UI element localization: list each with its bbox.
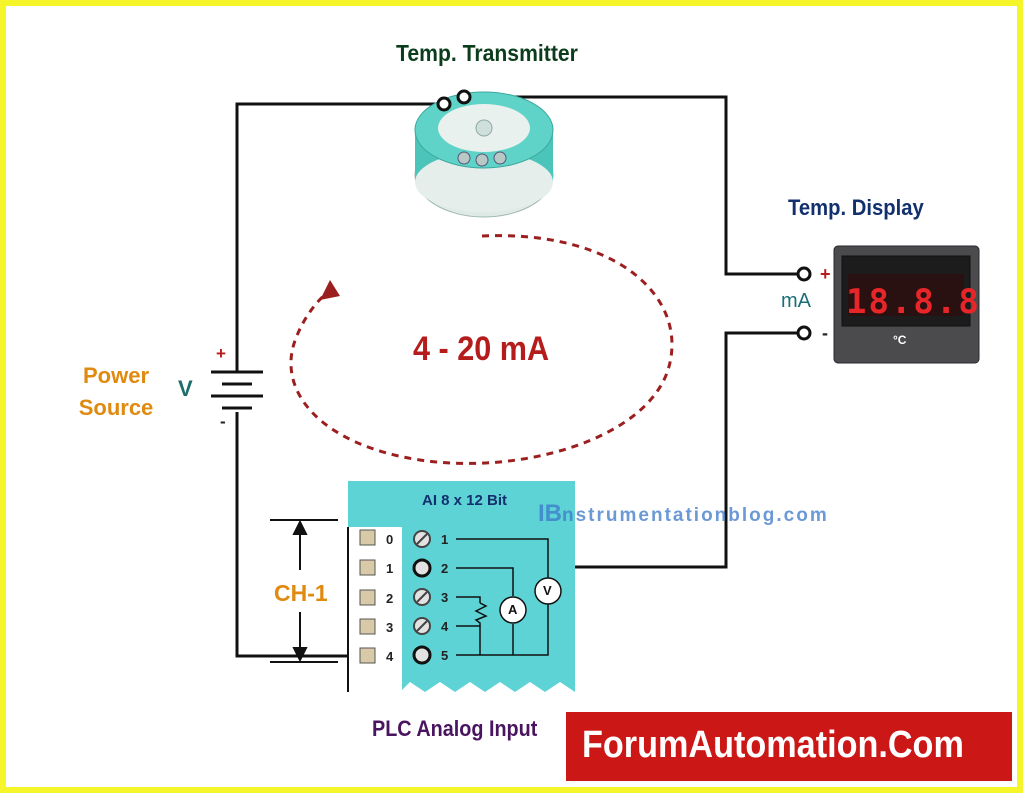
watermark-text: nstrumentationblog.com <box>562 505 829 526</box>
switch-number: 4 <box>386 649 394 664</box>
voltage-label: V <box>178 376 193 401</box>
display-ma-label: mA <box>781 290 811 312</box>
temperature-transmitter-device <box>414 89 554 218</box>
ammeter-symbol <box>499 596 527 624</box>
display-positive-terminal <box>796 266 812 282</box>
plc-internal-wiring <box>456 538 549 656</box>
watermark-logo: IB <box>538 500 562 527</box>
terminal-number: 4 <box>441 619 449 634</box>
terminal-number: 1 <box>441 532 449 547</box>
terminal-number: 2 <box>441 561 449 576</box>
wire-transmitter-to-display-positive <box>462 95 800 276</box>
brand-banner-text: ForumAutomation.Com <box>582 724 964 766</box>
terminal-number: 3 <box>441 590 449 605</box>
plc-terminal-screws <box>412 530 432 665</box>
voltmeter-symbol <box>534 577 562 605</box>
brand-banner: ForumAutomation.Com <box>566 712 1012 781</box>
display-plus-label: + <box>820 264 831 284</box>
transmitter-title: Temp. Transmitter <box>396 40 578 66</box>
ammeter-letter: A <box>508 602 518 617</box>
switch-number: 2 <box>386 591 394 606</box>
power-source-line2: Source <box>78 395 154 420</box>
display-digits: 18.8.8 <box>846 282 981 322</box>
battery-minus-label: - <box>220 412 226 431</box>
switch-number: 3 <box>386 620 394 635</box>
display-unit-label: °C <box>893 333 907 347</box>
display-minus-label: - <box>822 323 828 343</box>
display-title: Temp. Display <box>788 195 924 220</box>
plc-analog-input-title: PLC Analog Input <box>372 716 538 741</box>
loop-current-arrow <box>289 234 674 465</box>
channel-label: CH-1 <box>274 580 328 606</box>
loop-current-label: 4 - 20 mA <box>413 330 550 368</box>
wire-transmitter-to-power-positive <box>235 102 442 372</box>
plc-analog-input-module <box>347 481 575 692</box>
plc-module-label: AI 8 x 12 Bit <box>422 492 508 509</box>
power-source-label: Power Source <box>70 360 162 424</box>
temperature-display-device <box>833 245 980 364</box>
battery-symbol <box>211 370 263 410</box>
channel-dimension-marker <box>270 519 338 663</box>
plc-switch-column <box>359 529 376 664</box>
voltmeter-letter: V <box>543 583 552 598</box>
power-source-line1: Power <box>82 363 150 388</box>
switch-number: 0 <box>386 532 394 547</box>
terminal-number: 5 <box>441 648 449 663</box>
switch-number: 1 <box>386 561 394 576</box>
display-negative-terminal <box>796 325 812 341</box>
battery-plus-label: + <box>216 344 226 363</box>
